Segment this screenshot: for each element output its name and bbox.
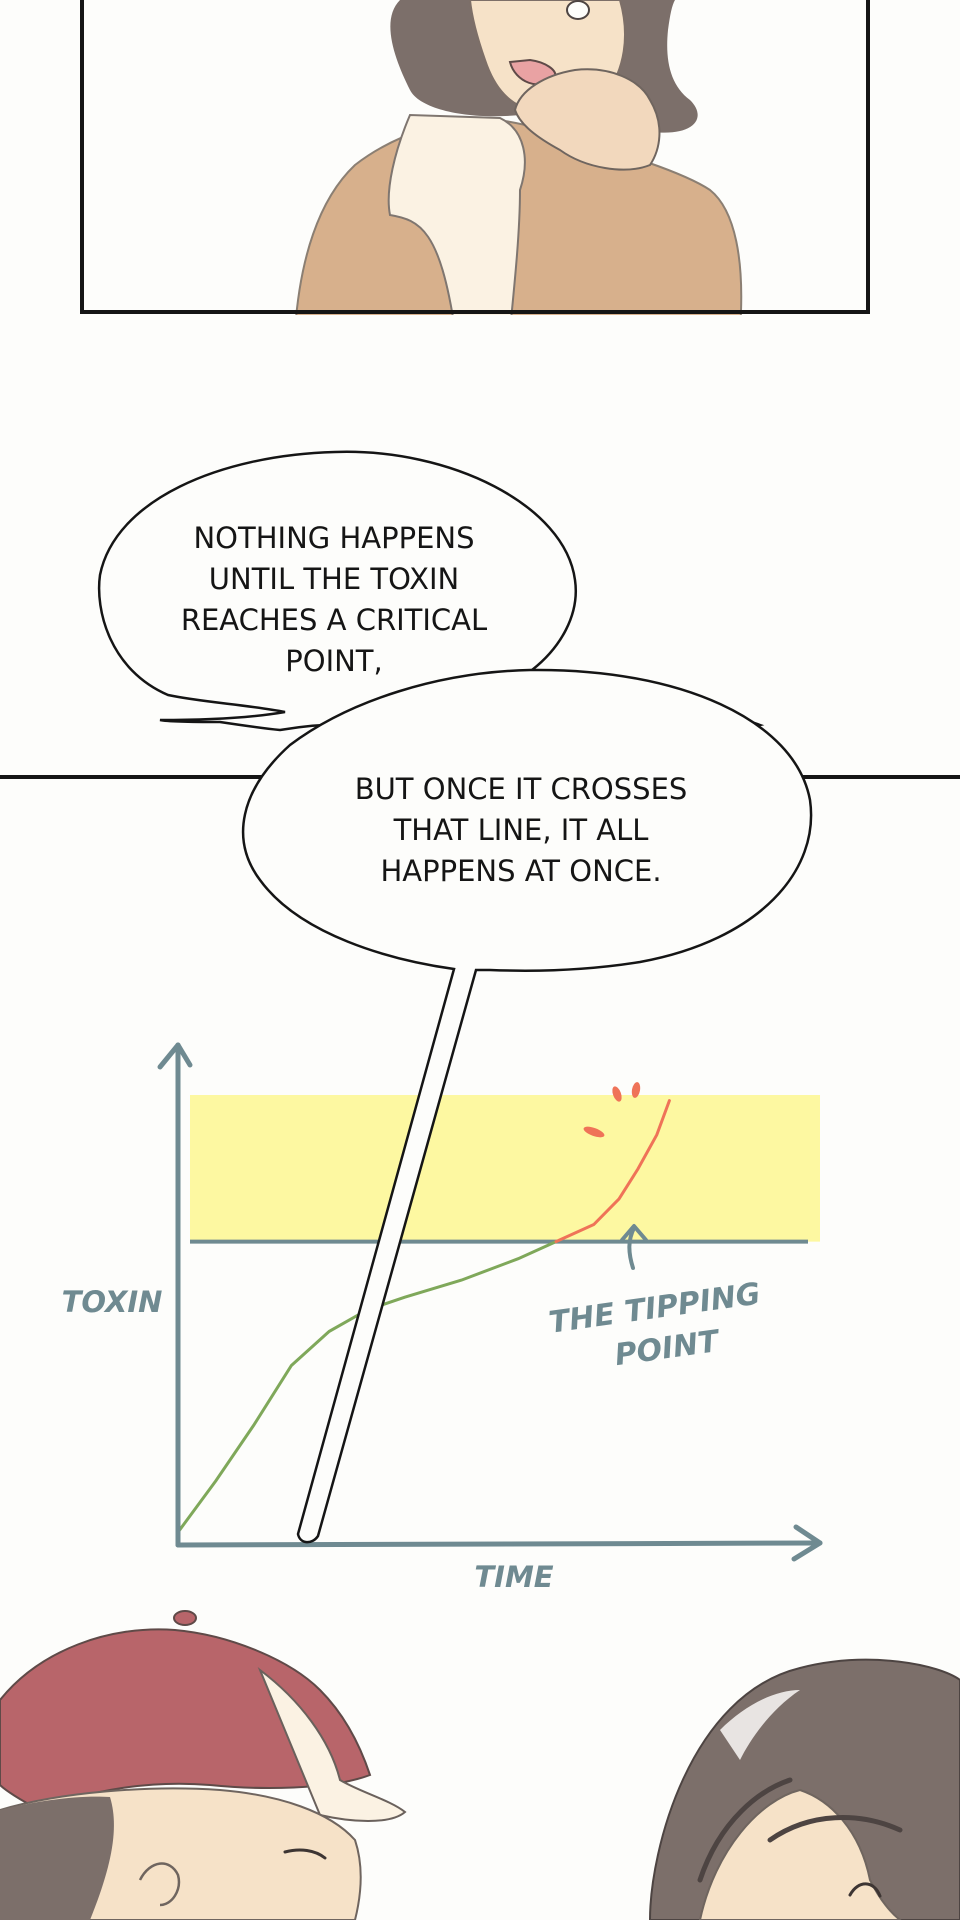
- hair-highlight: [720, 1690, 800, 1760]
- cap-brim: [257, 1667, 407, 1822]
- speech-bubble-second: BUT ONCE IT CROSSES THAT LINE, IT ALL HA…: [241, 668, 813, 1544]
- top-panel-right-gutter: [868, 0, 960, 330]
- tipping-point-label-line1: THE TIPPING: [547, 1276, 763, 1340]
- boy-ear: [138, 1862, 181, 1907]
- top-panel: [0, 0, 960, 335]
- bubble-first-line1: NOTHING HAPPENS: [193, 521, 474, 555]
- person-face: [698, 1788, 902, 1920]
- person-hair-strands: [697, 1777, 903, 1883]
- bubble-first-line4: POINT,: [285, 644, 383, 678]
- y-axis-label: TOXIN: [62, 1285, 163, 1319]
- top-panel-border: [80, 0, 870, 314]
- boy-in-red-cap: [0, 1610, 407, 1920]
- top-panel-character: [293, 0, 743, 331]
- x-axis-label: TIME: [474, 1560, 553, 1594]
- bubble-second-line3: HAPPENS AT ONCE.: [380, 854, 661, 888]
- excitement-marks-icon: [583, 1082, 641, 1138]
- series-below-threshold: [176, 1240, 558, 1534]
- boy-eye: [283, 1848, 327, 1860]
- tipping-point-arrow-icon: [620, 1224, 648, 1270]
- eye: [566, 0, 590, 20]
- toxin-chart: TOXIN TIME THE TIPPING POINT: [62, 1042, 823, 1594]
- boy-hair: [0, 1796, 114, 1920]
- series-above-threshold: [554, 1099, 671, 1244]
- bubble-second-line2: THAT LINE, IT ALL: [393, 813, 649, 847]
- x-axis-arrowhead: [791, 1524, 823, 1562]
- top-panel-left-gutter: [0, 0, 82, 330]
- bubble-first-line3: REACHES A CRITICAL: [181, 603, 487, 637]
- tipping-point-label-line2: POINT: [613, 1324, 724, 1374]
- dark-haired-person: [648, 1658, 960, 1920]
- top-panel-bottom-gutter: [0, 315, 960, 335]
- cap-button: [173, 1610, 197, 1626]
- critical-zone: [190, 1095, 820, 1242]
- hand: [513, 68, 661, 171]
- x-axis: [175, 1540, 823, 1548]
- glasses-icon: [848, 1882, 882, 1898]
- bubble-second-outline: [241, 668, 813, 1544]
- bubble-first-line2: UNTIL THE TOXIN: [209, 562, 459, 596]
- bubble-second-line1: BUT ONCE IT CROSSES: [355, 772, 688, 806]
- y-axis-arrowhead: [157, 1042, 193, 1070]
